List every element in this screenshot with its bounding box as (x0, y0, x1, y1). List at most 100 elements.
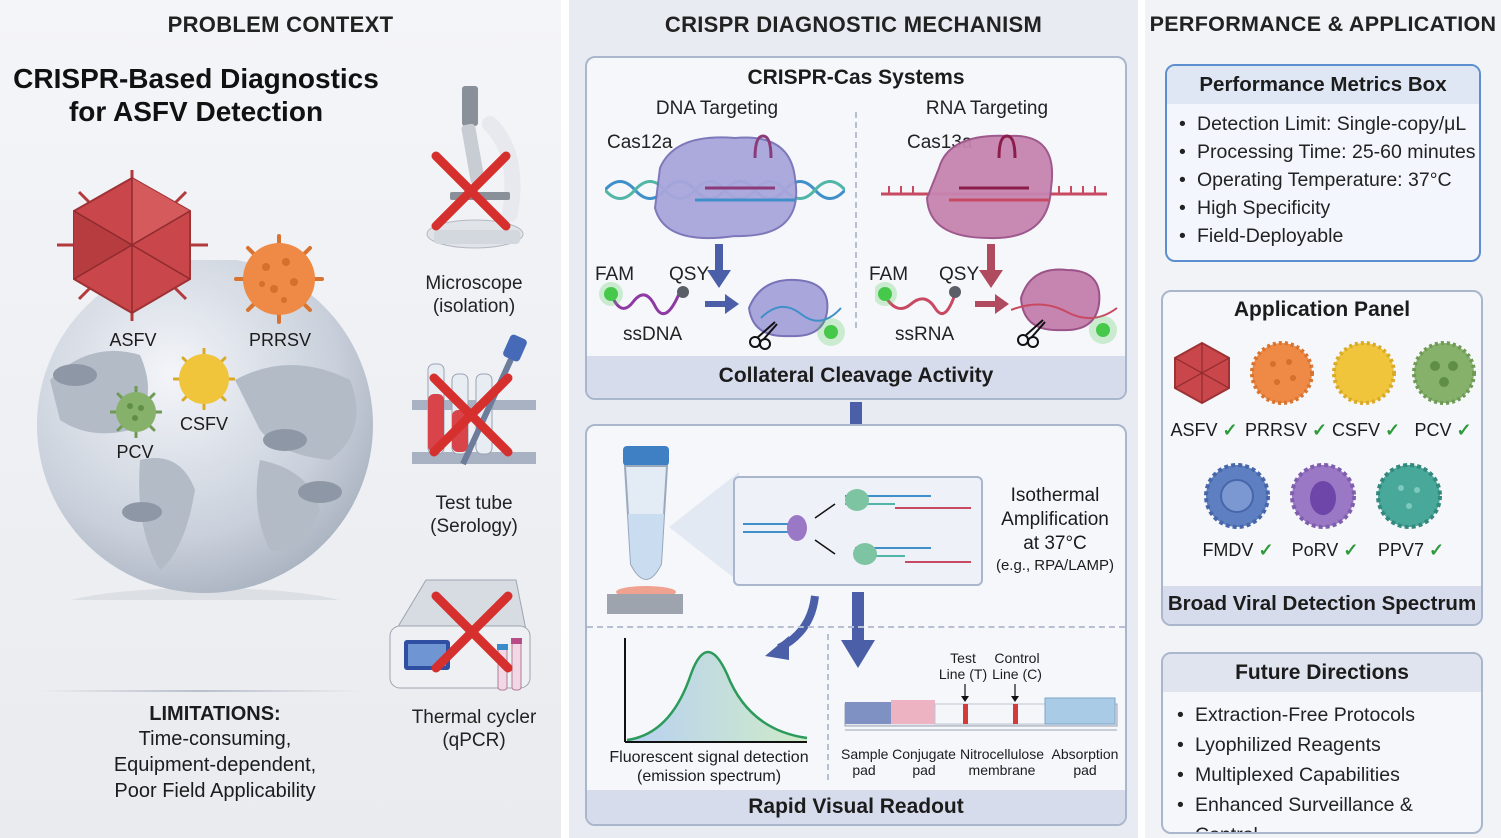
label-asfv: ASFV (109, 330, 157, 350)
app-porv-icon (1290, 463, 1356, 529)
label-pcv: PCV (116, 442, 154, 462)
method-test-tube: Test tube (Serology) (430, 493, 518, 537)
app-prrsv-icon (1250, 341, 1314, 405)
asfv-virus-icon (57, 170, 208, 321)
systems-title: CRISPR-Cas Systems (747, 66, 965, 89)
globe-illustration (37, 260, 373, 600)
rapid-visual-readout-band: Rapid Visual Readout (587, 790, 1125, 824)
pad-sample: Sample pad (841, 746, 889, 778)
mechanism-panel: CRISPR DIAGNOSTIC MECHANISM CRISPR-Cas S… (569, 0, 1138, 838)
app-pcv-icon (1412, 341, 1476, 405)
app-fmdv-icon (1204, 463, 1270, 529)
metric-temperature: Operating Temperature: 37°C (1177, 166, 1476, 194)
app-asfv-icon (1174, 341, 1230, 405)
arrow-right-rna (975, 294, 1009, 314)
metrics-title: Performance Metrics Box (1167, 66, 1479, 104)
ssrna-label: ssRNA (895, 324, 955, 345)
csfv-virus-icon (173, 348, 235, 410)
rna-targeting-title: RNA Targeting (925, 98, 1049, 119)
check-icon: ✓ (1343, 540, 1359, 560)
fluorescence-spectrum-icon (624, 638, 808, 743)
future-item-3: Multiplexed Capabilities (1175, 760, 1481, 790)
collateral-cleavage-band: Collateral Cleavage Activity (587, 356, 1125, 398)
cross-icon-test-tube (429, 373, 513, 457)
check-icon: ✓ (1456, 420, 1472, 440)
future-title: Future Directions (1163, 654, 1481, 692)
app-csfv-icon (1332, 341, 1396, 405)
app-label-pcv: PCV ✓ (1414, 420, 1472, 440)
limitation-2: Equipment-dependent, (113, 754, 317, 776)
microscope-icon (426, 86, 524, 249)
arrow-right-dna (705, 294, 739, 314)
broad-spectrum-band: Broad Viral Detection Spectrum (1163, 586, 1481, 624)
method-microscope: Microscope (isolation) (425, 273, 523, 317)
future-list: Extraction-Free Protocols Lyophilized Re… (1175, 700, 1481, 832)
thermal-cycler-icon (389, 579, 531, 691)
future-item-2: Lyophilized Reagents (1175, 730, 1481, 760)
performance-panel: PERFORMANCE & APPLICATION Performance Me… (1145, 0, 1501, 838)
section-title-mechanism: CRISPR DIAGNOSTIC MECHANISM (664, 12, 1043, 37)
amplification-strands-icon (743, 489, 971, 565)
qsy-label-rna: QSY (939, 264, 980, 285)
performance-metrics-box: Performance Metrics Box Detection Limit:… (1165, 64, 1481, 262)
method-thermal-cycler: Thermal cycler (qPCR) (411, 707, 537, 751)
pcv-virus-icon (110, 386, 162, 438)
lateral-flow-strip-icon (844, 684, 1118, 731)
app-label-ppv7: PPV7 ✓ (1377, 540, 1445, 560)
fam-label-dna: FAM (595, 264, 635, 285)
prrsv-virus-icon (234, 234, 324, 324)
fluorescence-label: Fluorescent signal detection (emission s… (609, 749, 809, 785)
zoom-lines (669, 472, 739, 582)
check-icon: ✓ (1258, 540, 1274, 560)
main-title-line1: CRISPR-Based Diagnostics (13, 63, 379, 94)
ssrna-reporter-icon (875, 282, 961, 316)
app-label-porv: PoRV ✓ (1291, 540, 1359, 560)
detection-divider-h (587, 626, 1125, 628)
section-title-performance: PERFORMANCE & APPLICATION (1149, 12, 1497, 36)
check-icon: ✓ (1222, 420, 1238, 440)
pig-silhouettes (53, 364, 342, 522)
control-line-label: Control Line (C) (992, 650, 1042, 682)
limitation-3: Poor Field Applicability (114, 780, 316, 802)
label-prrsv: PRRSV (248, 330, 311, 350)
arrow-down-cas12 (707, 244, 731, 288)
future-directions-box: Future Directions Extraction-Free Protoc… (1161, 652, 1483, 834)
crispr-cas-systems-box: CRISPR-Cas Systems DNA Targeting RNA Tar… (585, 56, 1127, 400)
pad-absorption: Absorption pad (1051, 746, 1119, 778)
detection-box: Isothermal Amplification at 37°C (e.g., … (585, 424, 1127, 826)
app-label-asfv: ASFV ✓ (1170, 420, 1238, 440)
main-title: CRISPR-Based Diagnostics for ASFV Detect… (10, 62, 382, 128)
app-ppv7-icon (1376, 463, 1442, 529)
arrow-down-lateral-flow (841, 592, 875, 668)
check-icon: ✓ (1311, 420, 1328, 440)
limitation-1: Time-consuming, (138, 728, 292, 750)
cas13a-complex-icon (881, 134, 1107, 240)
metric-detection-limit: Detection Limit: Single-copy/μL (1177, 110, 1476, 138)
amplification-inset (733, 476, 983, 586)
app-label-fmdv: FMDV ✓ (1202, 540, 1274, 560)
metrics-list: Detection Limit: Single-copy/μL Processi… (1177, 110, 1476, 250)
qsy-label-dna: QSY (669, 264, 710, 285)
ssdna-label: ssDNA (623, 324, 683, 345)
amplification-examples: (e.g., RPA/LAMP) (995, 557, 1115, 574)
cas13-cleavage-icon (1011, 268, 1118, 348)
metric-processing-time: Processing Time: 25-60 minutes (1177, 138, 1476, 166)
metric-specificity: High Specificity (1177, 194, 1476, 222)
cross-icon-microscope (431, 151, 511, 231)
pad-conjugate: Conjugate pad (892, 746, 956, 778)
pad-membrane: Nitrocellulose membrane (959, 746, 1045, 778)
detection-divider-v (827, 634, 829, 780)
test-line-label: Test Line (T) (938, 650, 988, 682)
future-item-4: Enhanced Surveillance & Control (1175, 790, 1481, 832)
amplification-label: Isothermal Amplification at 37°C (e.g., … (989, 484, 1121, 576)
cas12a-label: Cas12a (607, 132, 673, 153)
application-panel-title: Application Panel (1233, 298, 1411, 321)
cas12a-complex-icon (605, 134, 845, 240)
app-label-prrsv: PRRSV ✓ (1244, 420, 1328, 440)
limitations-block: LIMITATIONS: Time-consuming, Equipment-d… (50, 702, 380, 804)
cas12-cleavage-icon (747, 278, 845, 350)
label-csfv: CSFV (179, 414, 228, 434)
app-label-csfv: CSFV ✓ (1331, 420, 1401, 440)
future-item-1: Extraction-Free Protocols (1175, 700, 1481, 730)
section-title-problem: PROBLEM CONTEXT (167, 12, 394, 37)
